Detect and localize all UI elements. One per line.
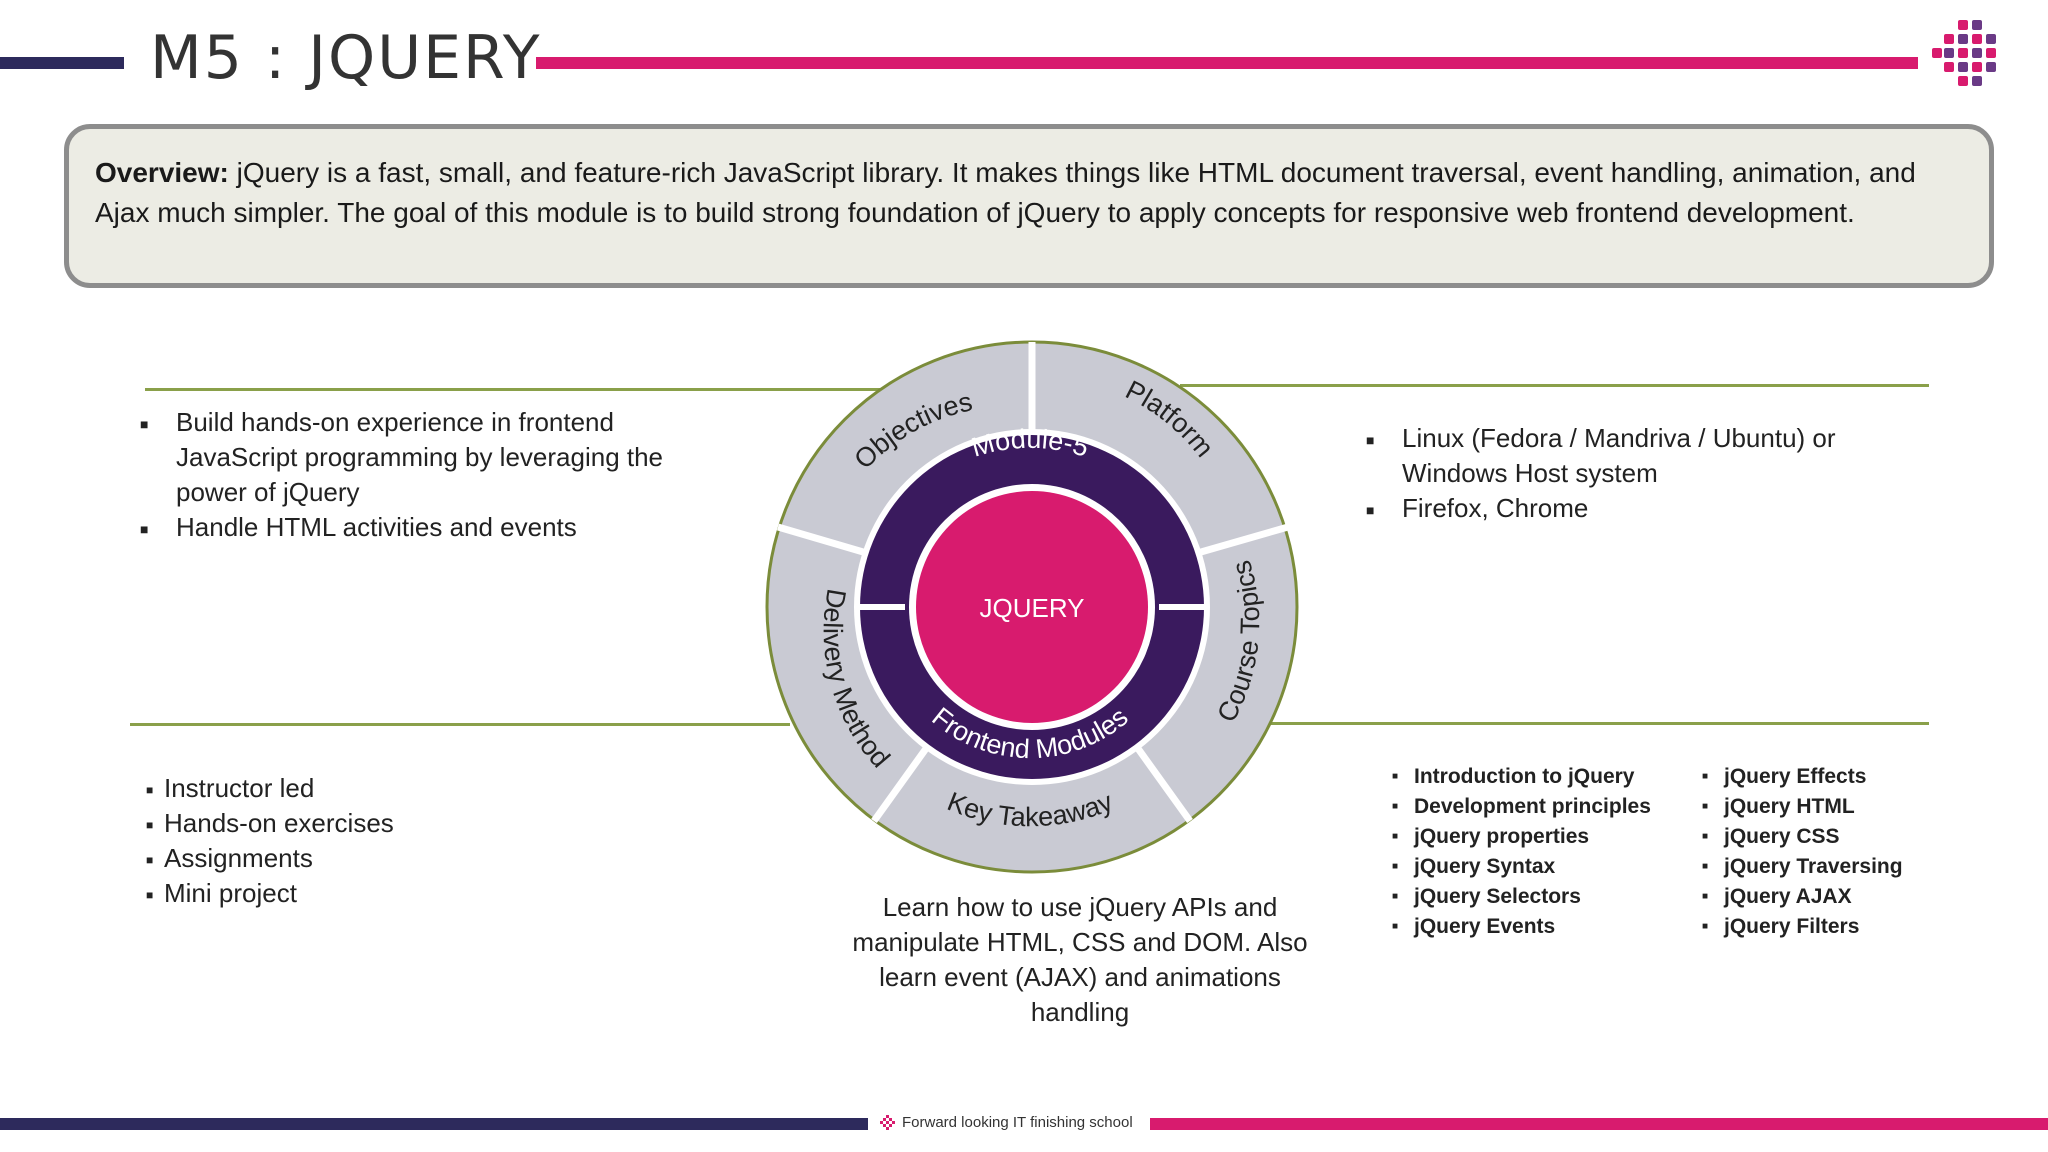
list-item: Introduction to jQuery <box>1392 762 1651 792</box>
footer-right-bar <box>1150 1118 2048 1130</box>
divider-mid-right <box>1270 722 1929 725</box>
list-item: Development principles <box>1392 792 1651 822</box>
wheel-center-label: JQUERY <box>980 593 1085 623</box>
footer-left-bar <box>0 1118 868 1130</box>
list-item: Handle HTML activities and events <box>140 510 700 547</box>
overview-text: jQuery is a fast, small, and feature-ric… <box>95 157 1916 228</box>
list-item: jQuery HTML <box>1702 792 1903 822</box>
course-topics-list-1: Introduction to jQuery Development princ… <box>1392 762 1651 942</box>
footer-tagline-text: Forward looking IT finishing school <box>902 1114 1133 1131</box>
list-item: Linux (Fedora / Mandriva / Ubuntu) or Wi… <box>1366 421 1926 491</box>
list-item: Build hands-on experience in frontend Ja… <box>140 405 700 510</box>
list-item: jQuery CSS <box>1702 822 1903 852</box>
list-item: jQuery Traversing <box>1702 852 1903 882</box>
dot-grid-small-icon <box>880 1114 895 1130</box>
key-takeaway-text: Learn how to use jQuery APIs and manipul… <box>852 892 1308 1027</box>
overview-box: Overview: jQuery is a fast, small, and f… <box>64 124 1994 288</box>
divider-mid-left <box>130 723 790 726</box>
list-item: Assignments <box>146 841 394 878</box>
list-item: jQuery Events <box>1392 912 1651 942</box>
list-item: Mini project <box>146 876 394 913</box>
divider-top-left <box>145 388 885 391</box>
list-item: Hands-on exercises <box>146 806 394 843</box>
center-circle <box>916 491 1148 723</box>
delivery-method-list: Instructor led Hands-on exercises Assign… <box>146 771 394 913</box>
page-title: M5 : JQUERY <box>150 23 542 93</box>
divider-top-right <box>1180 384 1929 387</box>
list-item: jQuery Effects <box>1702 762 1903 792</box>
list-item: jQuery Selectors <box>1392 882 1651 912</box>
header-right-bar <box>536 57 1918 69</box>
platform-list: Linux (Fedora / Mandriva / Ubuntu) or Wi… <box>1366 421 1926 528</box>
module-wheel: JQUERY Module-5 Frontend Modules Objecti… <box>765 340 1299 874</box>
list-item: jQuery Syntax <box>1392 852 1651 882</box>
overview-label: Overview: <box>95 157 229 188</box>
dot-grid-logo-icon <box>1932 20 1996 86</box>
list-item: jQuery AJAX <box>1702 882 1903 912</box>
course-topics-list-2: jQuery Effects jQuery HTML jQuery CSS jQ… <box>1702 762 1903 942</box>
header-left-bar <box>0 57 124 69</box>
footer-tagline: Forward looking IT finishing school <box>880 1114 1133 1131</box>
objectives-list: Build hands-on experience in frontend Ja… <box>140 405 700 547</box>
list-item: Instructor led <box>146 771 394 808</box>
list-item: jQuery properties <box>1392 822 1651 852</box>
list-item: Firefox, Chrome <box>1366 491 1926 528</box>
list-item: jQuery Filters <box>1702 912 1903 942</box>
